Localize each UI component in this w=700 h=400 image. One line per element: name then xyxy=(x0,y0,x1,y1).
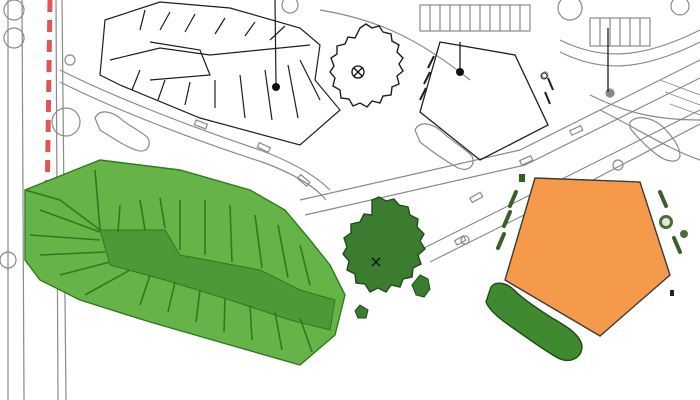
light-post-icon xyxy=(540,72,548,80)
x-cross-icon xyxy=(371,257,381,267)
pin-dot-icon xyxy=(272,83,280,91)
boundary-line xyxy=(43,0,53,281)
light-post-icon xyxy=(519,174,688,296)
bench-icon xyxy=(496,190,682,254)
pin-dot-icon xyxy=(456,68,464,76)
lawn-outline-upper xyxy=(99,0,341,146)
lawn-green xyxy=(24,159,346,366)
x-cross-icon xyxy=(351,65,365,79)
hedge-green xyxy=(485,282,583,362)
pentagon-plaza xyxy=(504,177,671,337)
pentagon-outline-upper xyxy=(419,28,609,161)
bench-icon xyxy=(419,55,554,105)
tree-outline-upper xyxy=(329,23,404,108)
tree-crown-icon xyxy=(342,196,431,319)
